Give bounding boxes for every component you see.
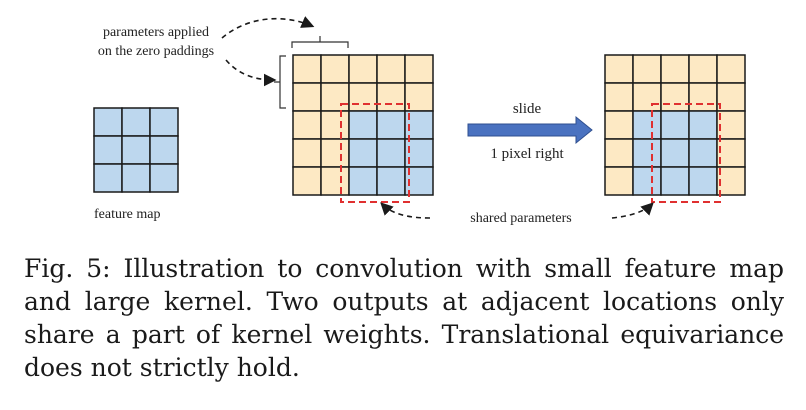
kernel-left-padding-cell [376,82,406,112]
receptive-window-right [651,103,721,203]
feature-map-feature-cell [121,163,151,193]
shared-arrow-left [380,202,431,219]
kernel-left-padding-cell [320,54,350,84]
shared-parameters-label: shared parameters [470,211,571,226]
feature-map-feature-cell [149,135,179,165]
kernel-right-padding-cell [688,54,718,84]
padding-bracket-left [274,55,286,109]
kernel-left-padding-cell [404,54,434,84]
slide-amount-label: 1 pixel right [490,146,564,162]
kernel-left-padding-cell [292,166,322,196]
kernel-right-padding-cell [716,82,746,112]
kernel-left-feature-cell [376,110,406,140]
kernel-right-padding-cell [660,82,690,112]
kernel-left-feature-cell [348,110,378,140]
slide-label: slide [513,101,542,117]
padding-note-arrow-top [221,16,315,39]
kernel-right-padding-cell [632,82,662,112]
kernel-left-padding-cell [320,138,350,168]
kernel-grid-right [604,54,746,196]
kernel-right-padding-cell [660,54,690,84]
kernel-right-padding-cell [604,54,634,84]
feature-map-label: feature map [94,207,160,222]
kernel-right-padding-cell [604,166,634,196]
kernel-right-feature-cell [660,166,690,196]
kernel-right-padding-cell [688,82,718,112]
kernel-left-padding-cell [292,82,322,112]
feature-map-feature-cell [121,107,151,137]
kernel-left-padding-cell [292,138,322,168]
kernel-right-feature-cell [660,138,690,168]
kernel-left-feature-cell [376,166,406,196]
receptive-window-left [340,103,410,203]
kernel-right-padding-cell [716,138,746,168]
kernel-left-padding-cell [292,54,322,84]
kernel-left-padding-cell [320,110,350,140]
kernel-left-padding-cell [348,54,378,84]
feature-map-feature-cell [149,163,179,193]
kernel-grid-left [292,54,434,196]
kernel-right-padding-cell [604,110,634,140]
kernel-right-feature-cell [660,110,690,140]
kernel-right-feature-cell [632,138,662,168]
padding-bracket-top [291,36,349,48]
shared-arrow-right [611,202,654,219]
kernel-left-feature-cell [348,138,378,168]
caption-label: Fig. 5: [24,254,111,283]
kernel-left-feature-cell [376,138,406,168]
kernel-right-feature-cell [688,138,718,168]
kernel-left-padding-cell [320,82,350,112]
slide-arrow [467,115,593,145]
kernel-right-feature-cell [688,166,718,196]
feature-map-feature-cell [93,163,123,193]
zero-padding-note-line1: parameters applied [103,25,209,40]
feature-map-feature-cell [93,107,123,137]
kernel-right-padding-cell [632,54,662,84]
kernel-left-padding-cell [376,54,406,84]
feature-map-feature-cell [121,135,151,165]
caption-text: Illustration to convolution with small f… [24,254,784,382]
kernel-right-feature-cell [632,110,662,140]
padding-note-arrow-left [225,59,277,87]
kernel-left-padding-cell [292,110,322,140]
kernel-right-feature-cell [632,166,662,196]
kernel-right-padding-cell [716,54,746,84]
kernel-right-feature-cell [688,110,718,140]
kernel-left-feature-cell [348,166,378,196]
kernel-right-padding-cell [716,110,746,140]
figure-caption: Fig. 5: Illustration to convolution with… [24,252,784,384]
kernel-right-padding-cell [604,82,634,112]
kernel-left-padding-cell [320,166,350,196]
kernel-left-padding-cell [348,82,378,112]
feature-map-feature-cell [149,107,179,137]
feature-map-feature-cell [93,135,123,165]
feature-map-grid [93,107,179,193]
figure-diagram: parameters applied on the zero paddings … [93,16,746,226]
kernel-right-padding-cell [716,166,746,196]
zero-padding-note-line2: on the zero paddings [98,44,214,59]
kernel-right-padding-cell [604,138,634,168]
